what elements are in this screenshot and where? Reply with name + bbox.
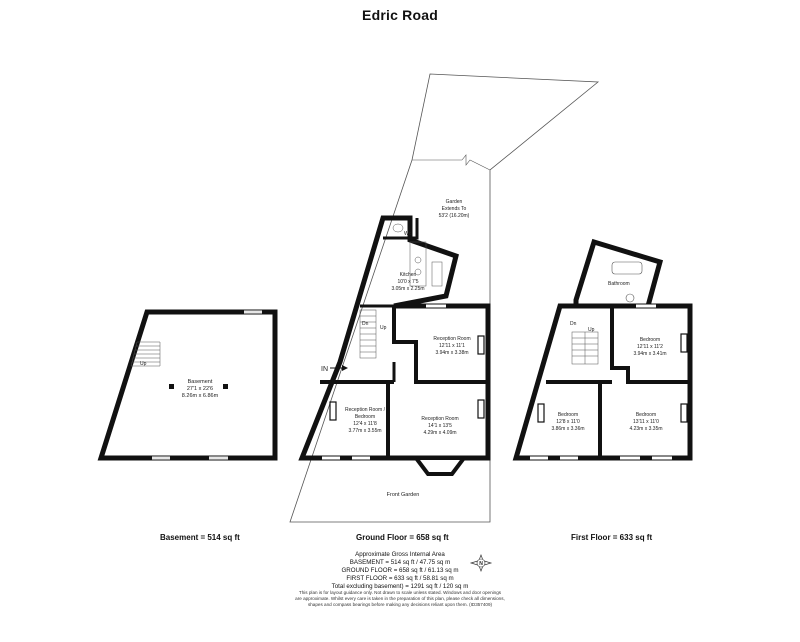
plan-title: Edric Road	[362, 7, 438, 23]
first-floor-area-label: First Floor = 633 sq ft	[571, 533, 653, 542]
first-floor-plan: Bathroom Dn Up Bedroom 12'11 x 11'2 3.94…	[512, 238, 693, 461]
bedroom-left-size-imp: 12'8 x 11'0	[556, 419, 580, 425]
first-stair-dn-label: Dn	[570, 321, 577, 327]
reception-bed-name: Reception Room /	[345, 407, 386, 413]
bathroom-label: Bathroom	[608, 281, 630, 287]
area-summary-total: Total excluding basement) = 1291 sq ft /…	[331, 583, 469, 590]
reception-bed-size-imp: 12'4 x 11'8	[353, 421, 377, 427]
basement-walls	[97, 309, 278, 461]
bedroom-right-name: Bedroom	[636, 412, 656, 418]
area-summary-first: FIRST FLOOR = 633 sq ft / 58.81 sq m	[346, 575, 454, 582]
basement-area-label: Basement = 514 sq ft	[160, 533, 240, 542]
stair-dn-label: Dn	[362, 321, 369, 327]
garden-length-label: 53'2 (16.20m)	[439, 213, 470, 219]
bay-window	[412, 456, 468, 476]
basement-stairs	[130, 341, 161, 367]
stair-up-label: Up	[380, 325, 387, 331]
reception-rear-size-imp: 12'11 x 11'1	[439, 343, 465, 349]
entrance-label: IN	[321, 366, 328, 373]
garden-label: Garden	[446, 199, 463, 205]
bedroom-left-size-met: 3.86m x 3.36m	[551, 426, 584, 432]
area-summary-heading: Approximate Gross Internal Area	[355, 551, 445, 558]
compass-letter: N	[479, 561, 483, 567]
disclaimer-line-1: This plan is for layout guidance only. N…	[298, 590, 502, 595]
wc-walls	[383, 218, 419, 240]
first-floor-walls	[512, 303, 693, 461]
reception-rear-name: Reception Room	[433, 336, 470, 342]
ground-floor-plan: Garden Extends To 53'2 (16.20m) Wc Kitch…	[289, 73, 600, 523]
basement-plan: Up Basement 27'1 x 22'6 8.26m x 6.86m	[97, 309, 278, 461]
bedroom-right-size-met: 4.23m x 3.35m	[629, 426, 662, 432]
basement-room-size-imp: 27'1 x 22'6	[187, 386, 213, 392]
kitchen-size-met: 3.05m x 2.25m	[391, 286, 424, 292]
basement-room-size-met: 8.26m x 6.86m	[182, 393, 219, 399]
basement-room-name: Basement	[188, 379, 213, 385]
bedroom-rear-walls	[610, 306, 690, 384]
disclaimer: This plan is for layout guidance only. N…	[260, 590, 540, 608]
first-stair-up-label: Up	[588, 327, 595, 333]
first-floor-stairs	[571, 331, 599, 365]
area-summary-ground: GROUND FLOOR = 658 sq ft / 61.13 sq m	[341, 567, 459, 574]
reception-front-size-met: 4.29m x 4.09m	[423, 430, 456, 436]
bedroom-rear-size-imp: 12'11 x 11'2	[637, 344, 663, 350]
compass-icon: N	[469, 554, 493, 572]
kitchen-name: Kitchen	[400, 272, 417, 278]
kitchen-size-imp: 10'0 x 7'5	[397, 279, 418, 285]
area-summary: Approximate Gross Internal Area BASEMENT…	[300, 551, 500, 591]
wc-label: Wc	[404, 231, 412, 237]
bedroom-rear-size-met: 3.94m x 3.41m	[633, 351, 666, 357]
bedroom-right-size-imp: 13'11 x 11'0	[633, 419, 659, 425]
front-garden-label: Front Garden	[387, 492, 420, 498]
disclaimer-line-2: are approximate. Whilst every care is ta…	[295, 596, 505, 601]
garden-extends-label: Extends To	[442, 206, 467, 212]
reception-front-size-imp: 14'1 x 13'5	[428, 423, 452, 429]
pillar-left	[169, 384, 174, 389]
bedroom-left-name: Bedroom	[558, 412, 578, 418]
ground-stairs	[359, 309, 377, 359]
pillar-right	[223, 384, 228, 389]
reception-bed-name2: Bedroom	[355, 414, 375, 420]
disclaimer-line-3: shapes and compass bearings before makin…	[307, 602, 493, 607]
area-summary-basement: BASEMENT = 514 sq ft / 47.75 sq m	[349, 559, 451, 566]
bedroom-rear-name: Bedroom	[640, 337, 660, 343]
reception-rear-size-met: 3.94m x 3.38m	[435, 350, 468, 356]
reception-bed-size-met: 3.77m x 3.55m	[348, 428, 381, 434]
ground-floor-area-label: Ground Floor = 658 sq ft	[356, 533, 449, 542]
reception-rear-walls	[392, 306, 488, 384]
reception-front-name: Reception Room	[421, 416, 458, 422]
basement-stair-label: Up	[140, 361, 147, 367]
